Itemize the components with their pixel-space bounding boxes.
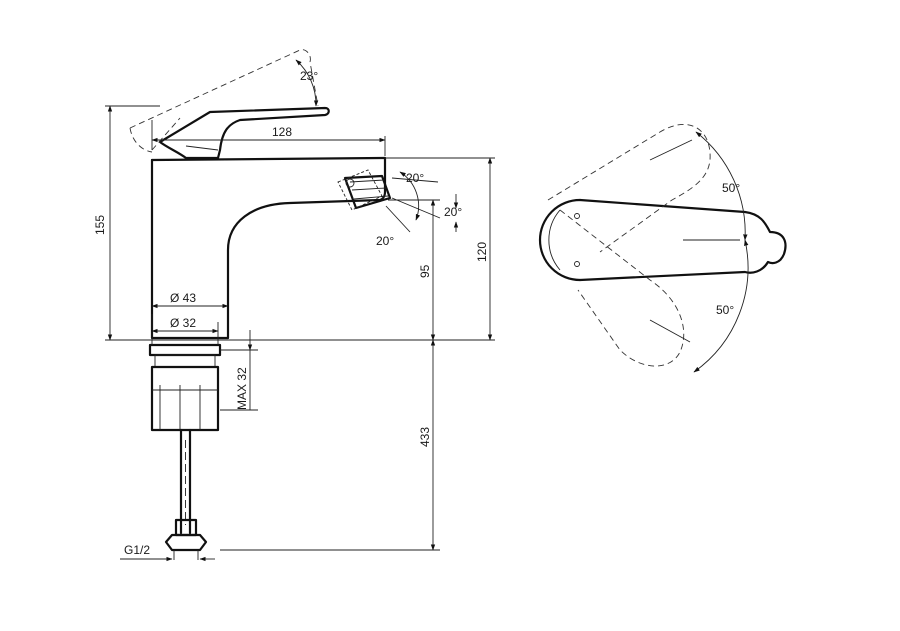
handle — [158, 106, 330, 160]
dim-body-diameter: Ø 43 — [170, 291, 196, 305]
dim-total-height: 155 — [93, 215, 107, 235]
aerator — [337, 169, 392, 211]
dim-connection: G1/2 — [124, 543, 150, 557]
dim-aerator-angle-bottom: 20° — [376, 234, 394, 248]
dim-base-to-outlet: 95 — [418, 264, 432, 278]
dim-base-diameter: Ø 32 — [170, 316, 196, 330]
faucet-side-view — [129, 49, 392, 340]
dim-lever-angle-bottom: 50° — [716, 303, 734, 317]
mounting-shank — [148, 343, 222, 560]
dim-aerator-angle-right: 20° — [444, 205, 462, 219]
dim-lever-angle-top: 50° — [722, 181, 740, 195]
faucet-top-view — [538, 123, 787, 367]
dim-max-deck: MAX 32 — [235, 367, 249, 410]
dim-spout-height: 120 — [475, 242, 489, 262]
dim-spout-reach: 128 — [272, 125, 292, 139]
dim-handle-angle: 23° — [300, 69, 318, 83]
dim-aerator-angle-top: 20° — [406, 171, 424, 185]
dim-hose-length: 433 — [418, 427, 432, 447]
